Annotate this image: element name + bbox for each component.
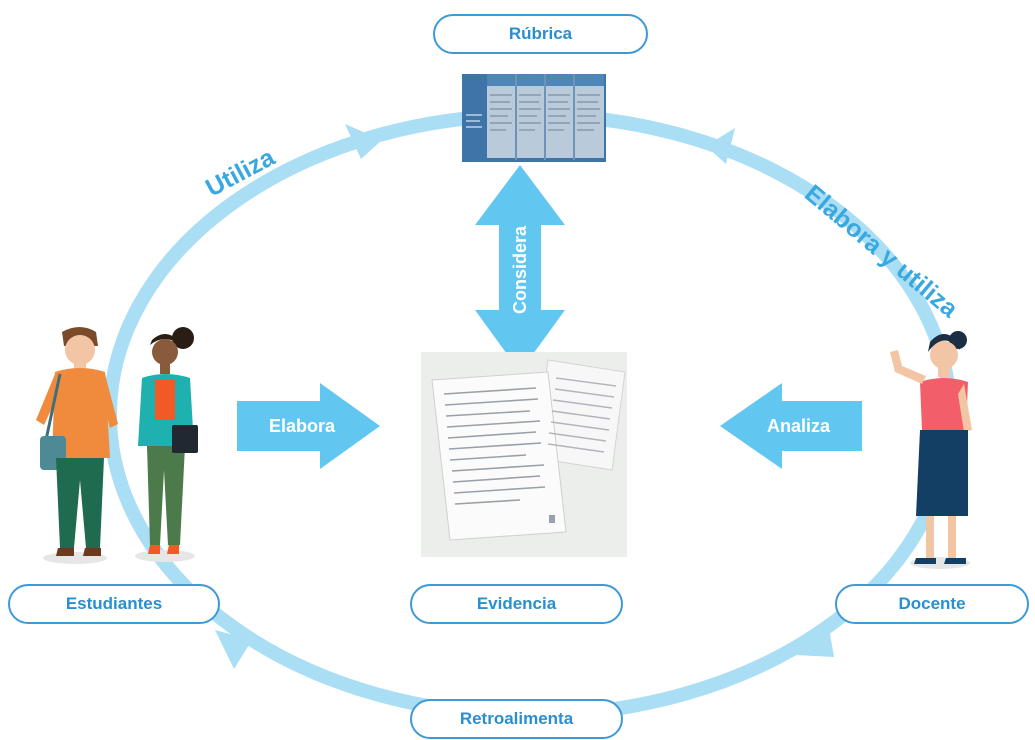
retroalimenta-node: Retroalimenta — [410, 699, 623, 739]
evidencia-node-label: Evidencia — [476, 594, 557, 613]
ring-arrowhead-top-left — [345, 124, 382, 159]
elabora-arrow — [237, 383, 380, 469]
evidence-photo — [421, 352, 627, 557]
docente-node: Docente — [835, 584, 1029, 624]
estudiantes-node: Estudiantes — [8, 584, 220, 624]
rubrica-node-label: Rúbrica — [508, 24, 573, 43]
estudiantes-node-label: Estudiantes — [65, 594, 163, 613]
analiza-label: Analiza — [766, 415, 831, 436]
retroalimenta-node-label: Retroalimenta — [459, 709, 574, 728]
ring-arrowhead-bottom-right — [795, 622, 834, 657]
students-illustration — [36, 327, 198, 564]
rubrica-node: Rúbrica — [433, 14, 648, 54]
evidencia-node: Evidencia — [410, 584, 623, 624]
ring-arrowhead-top-right — [706, 128, 735, 164]
rubric-thumbnail — [462, 74, 606, 162]
docente-node-label: Docente — [898, 594, 966, 613]
considera-label: Considera — [509, 225, 530, 315]
considera-arrow — [475, 165, 565, 372]
analiza-arrow — [720, 383, 862, 469]
elabora-label: Elabora — [268, 415, 336, 436]
teacher-illustration — [890, 331, 972, 569]
ring-arrowhead-bottom-left — [215, 630, 252, 669]
